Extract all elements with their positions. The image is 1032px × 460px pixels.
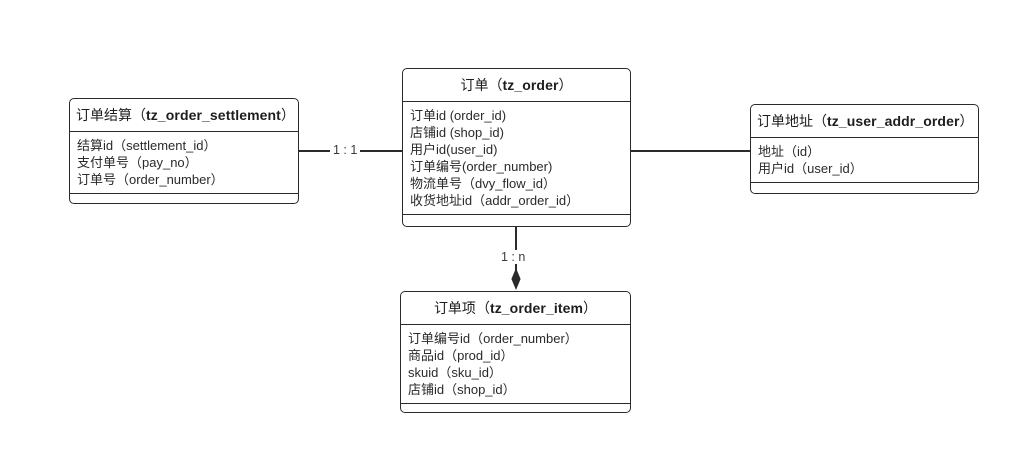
- entity-name-cn: 订单结算: [76, 107, 132, 123]
- entity-footer-tz-order: [403, 215, 630, 226]
- attribute-row: 订单号（order_number）: [77, 172, 224, 188]
- entity-table-name: tz_order_settlement: [146, 107, 281, 123]
- entity-paren-close: ）: [959, 113, 974, 129]
- entity-paren-open: （: [813, 113, 827, 129]
- connector-order-addr: [631, 150, 750, 152]
- attribute-row: 订单编号(order_number): [410, 159, 553, 175]
- entity-name-cn: 订单项: [433, 300, 476, 316]
- attribute-row: 物流单号（dvy_flow_id）: [410, 176, 556, 192]
- filled-diamond-icon: [511, 268, 521, 290]
- entity-attributes-tz-user-addr-order: 地址（id） 用户id（user_id）: [751, 138, 978, 184]
- entity-attributes-tz-order-item: 订单编号id（order_number） 商品id（prod_id） skuid…: [401, 325, 630, 405]
- attribute-row: 地址（id）: [758, 144, 821, 160]
- entity-name-cn: 订单: [460, 77, 489, 93]
- entity-footer-tz-order-settlement: [70, 194, 298, 203]
- entity-tz-user-addr-order[interactable]: 订单地址（tz_user_addr_order） 地址（id） 用户id（use…: [750, 104, 979, 194]
- entity-table-name: tz_order: [502, 77, 559, 93]
- entity-tz-order-item[interactable]: 订单项（tz_order_item） 订单编号id（order_number） …: [400, 291, 631, 413]
- attribute-row: 收货地址id（addr_order_id）: [410, 193, 580, 209]
- entity-header-tz-order-settlement: 订单结算（tz_order_settlement）: [70, 99, 298, 133]
- entity-paren-open: （: [132, 107, 146, 123]
- attribute-row: 商品id（prod_id）: [408, 348, 514, 364]
- entity-paren-open: （: [475, 300, 490, 316]
- attribute-row: 订单编号id（order_number）: [408, 331, 578, 347]
- attribute-row: 结算id（settlement_id）: [77, 138, 217, 154]
- entity-attributes-tz-order: 订单id (order_id) 店铺id (shop_id) 用户id(user…: [403, 102, 630, 216]
- attribute-row: skuid（sku_id）: [408, 365, 502, 381]
- entity-header-tz-order: 订单（tz_order）: [403, 69, 630, 103]
- attribute-row: 用户id(user_id): [410, 142, 498, 158]
- entity-paren-open: （: [488, 77, 503, 93]
- entity-footer-tz-user-addr-order: [751, 183, 978, 193]
- entity-header-tz-order-item: 订单项（tz_order_item）: [401, 292, 630, 326]
- cardinality-label-settlement-order: 1 : 1: [330, 143, 361, 157]
- attribute-row: 用户id（user_id）: [758, 161, 863, 177]
- entity-paren-close: ）: [558, 77, 573, 93]
- attribute-row: 店铺id (shop_id): [410, 125, 504, 141]
- entity-header-tz-user-addr-order: 订单地址（tz_user_addr_order）: [751, 105, 978, 139]
- entity-table-name: tz_user_addr_order: [827, 113, 960, 129]
- entity-table-name: tz_order_item: [489, 300, 584, 316]
- entity-attributes-tz-order-settlement: 结算id（settlement_id） 支付单号（pay_no） 订单号（ord…: [70, 132, 298, 195]
- entity-paren-close: ）: [583, 300, 598, 316]
- entity-footer-tz-order-item: [401, 404, 630, 412]
- attribute-row: 店铺id（shop_id）: [408, 382, 516, 398]
- entity-tz-order-settlement[interactable]: 订单结算（tz_order_settlement） 结算id（settlemen…: [69, 98, 299, 204]
- attribute-row: 订单id (order_id): [410, 108, 507, 124]
- cardinality-label-order-item: 1 : n: [498, 250, 529, 264]
- entity-tz-order[interactable]: 订单（tz_order） 订单id (order_id) 店铺id (shop_…: [402, 68, 631, 227]
- entity-paren-close: ）: [280, 107, 295, 123]
- entity-name-cn: 订单地址: [757, 113, 813, 129]
- attribute-row: 支付单号（pay_no）: [77, 155, 198, 171]
